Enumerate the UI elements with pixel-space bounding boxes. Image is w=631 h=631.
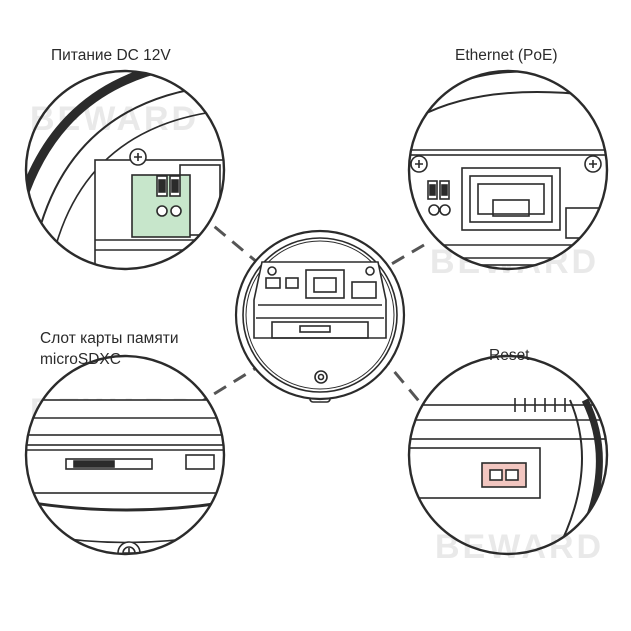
screw-icon: [314, 370, 328, 384]
detail-reset: [407, 354, 609, 556]
camera-center: [234, 229, 406, 403]
watermark: BEWARD: [435, 528, 605, 566]
screw-icon: [267, 266, 277, 276]
sd-card-slot: [65, 458, 153, 470]
camera-ethernet-port: [305, 269, 345, 299]
camera-board: [253, 261, 387, 339]
screw-icon: [365, 266, 375, 276]
reset-button: [481, 462, 527, 488]
detail-ethernet: [407, 69, 609, 271]
label-sd-card: Слот карты памяти microSDXC: [40, 328, 179, 370]
camera-inner-ring: [242, 237, 398, 393]
detail-frame: [407, 69, 609, 271]
ethernet-port: [461, 167, 561, 231]
label-reset: Reset: [489, 347, 530, 364]
detail-frame: [24, 354, 226, 556]
label-sd-card-line2: microSDXC: [40, 351, 121, 368]
detail-sd-card: [24, 354, 226, 556]
detail-frame: [24, 69, 226, 271]
detail-frame: [407, 354, 609, 556]
label-power: Питание DC 12V: [51, 47, 171, 64]
label-sd-card-line1: Слот карты памяти: [40, 330, 179, 347]
label-ethernet: Ethernet (PoE): [455, 47, 558, 64]
detail-power: [24, 69, 226, 271]
